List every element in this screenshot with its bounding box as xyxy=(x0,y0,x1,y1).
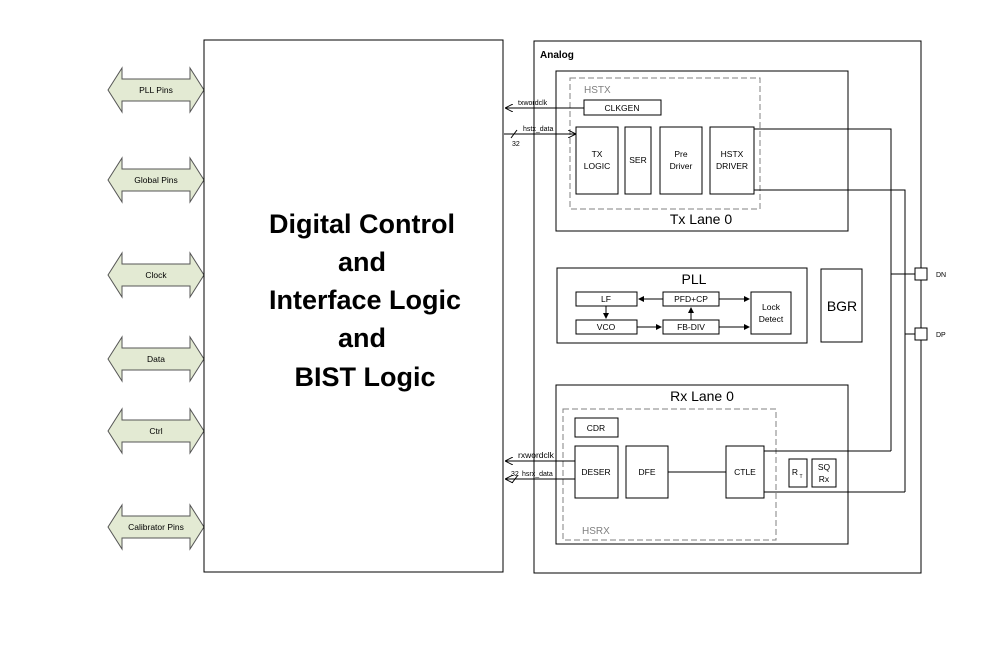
pin-label-global: Global Pins xyxy=(134,175,177,185)
tx-logic-block: TX LOGIC xyxy=(575,126,619,195)
hstx-region xyxy=(569,77,761,210)
pin-arrow-global: Global Pins xyxy=(107,156,205,204)
svg-text:LOGIC: LOGIC xyxy=(584,161,610,171)
svg-text:32: 32 xyxy=(511,471,519,478)
hsrx-data-signal: 32 hsrx_data xyxy=(506,471,575,484)
pin-label-calibrator: Calibrator Pins xyxy=(128,522,184,532)
lock-detect-block: Lock Detect xyxy=(750,291,792,335)
svg-text:TX: TX xyxy=(592,149,603,159)
bgr-block: BGR xyxy=(820,268,863,343)
svg-text:rxwordclk: rxwordclk xyxy=(518,450,555,460)
svg-text:PFD+CP: PFD+CP xyxy=(674,294,708,304)
pfd-cp-block: PFD+CP xyxy=(662,291,720,307)
fb-div-block: FB-DIV xyxy=(662,319,720,335)
pll-label: PLL xyxy=(682,271,707,287)
hstx-data-signal: hstx_data 32 xyxy=(504,126,575,148)
rt-block: R T xyxy=(788,458,808,488)
dp-pad: DP xyxy=(914,327,946,341)
svg-text:HSTX: HSTX xyxy=(721,149,744,159)
digital-line-2: and xyxy=(338,247,386,277)
clkgen-block: CLKGEN xyxy=(583,99,662,116)
svg-text:FB-DIV: FB-DIV xyxy=(677,322,705,332)
svg-text:DRIVER: DRIVER xyxy=(716,161,748,171)
lf-block: LF xyxy=(575,291,638,307)
txwordclk-signal: txwordclk xyxy=(506,100,584,108)
svg-text:CLKGEN: CLKGEN xyxy=(605,103,640,113)
pin-label-ctrl: Ctrl xyxy=(149,426,162,436)
svg-text:hsrx_data: hsrx_data xyxy=(522,471,553,478)
svg-text:Driver: Driver xyxy=(670,161,693,171)
digital-control-block: Digital Control and Interface Logic and … xyxy=(203,39,504,573)
rx-lane-block: Rx Lane 0 HSRX CDR DESER DFE CTLE R T SQ… xyxy=(555,384,849,545)
digital-line-3: Interface Logic xyxy=(269,285,461,315)
svg-text:Lock: Lock xyxy=(762,302,781,312)
output-wiring xyxy=(754,128,915,493)
svg-text:32: 32 xyxy=(512,141,520,148)
svg-text:DESER: DESER xyxy=(581,467,610,477)
svg-text:DN: DN xyxy=(936,272,946,279)
svg-text:DFE: DFE xyxy=(639,467,656,477)
pin-arrow-calibrator: Calibrator Pins xyxy=(107,503,205,551)
svg-text:CDR: CDR xyxy=(587,423,605,433)
digital-line-5: BIST Logic xyxy=(295,362,436,392)
svg-text:R: R xyxy=(792,467,798,477)
deser-block: DESER xyxy=(574,445,619,499)
rx-lane-label: Rx Lane 0 xyxy=(670,388,734,404)
digital-line-4: and xyxy=(338,323,386,353)
hsrx-region xyxy=(562,408,777,541)
pin-arrow-pll: PLL Pins xyxy=(107,66,205,114)
svg-text:CTLE: CTLE xyxy=(734,467,756,477)
rxwordclk-signal: rxwordclk xyxy=(506,450,575,461)
digital-line-1: Digital Control xyxy=(269,209,455,239)
sq-rx-block: SQ Rx xyxy=(811,458,837,488)
pre-driver-block: Pre Driver xyxy=(659,126,703,195)
pin-label-pll: PLL Pins xyxy=(139,85,173,95)
analog-label: Analog xyxy=(540,50,574,61)
cdr-block: CDR xyxy=(574,417,619,438)
hstx-driver-block: HSTX DRIVER xyxy=(709,126,755,195)
svg-text:BGR: BGR xyxy=(827,298,857,314)
dfe-block: DFE xyxy=(625,445,669,499)
svg-text:VCO: VCO xyxy=(597,322,616,332)
svg-text:txwordclk: txwordclk xyxy=(518,100,548,107)
hsrx-label: HSRX xyxy=(582,526,610,537)
tx-lane-block: Tx Lane 0 HSTX CLKGEN TX LOGIC SER Pre D… xyxy=(555,70,849,232)
pin-label-data: Data xyxy=(147,354,165,364)
hstx-label: HSTX xyxy=(584,85,611,96)
svg-text:SER: SER xyxy=(629,155,646,165)
svg-text:SQ: SQ xyxy=(818,462,831,472)
pin-arrow-data: Data xyxy=(107,335,205,383)
svg-text:DP: DP xyxy=(936,332,946,339)
pin-label-clock: Clock xyxy=(145,270,167,280)
pin-arrow-clock: Clock xyxy=(107,251,205,299)
pin-arrow-ctrl: Ctrl xyxy=(107,407,205,455)
vco-block: VCO xyxy=(575,319,638,335)
svg-text:Detect: Detect xyxy=(759,314,784,324)
pll-block: PLL LF VCO PFD+CP FB-DIV Lock Detect xyxy=(556,267,808,344)
dn-pad: DN xyxy=(914,267,946,281)
svg-text:T: T xyxy=(799,474,802,480)
ser-block: SER xyxy=(624,126,652,195)
svg-text:LF: LF xyxy=(601,294,611,304)
tx-lane-label: Tx Lane 0 xyxy=(670,211,732,227)
svg-text:Rx: Rx xyxy=(819,474,830,484)
ctle-block: CTLE xyxy=(725,445,765,499)
svg-text:Pre: Pre xyxy=(674,149,688,159)
svg-text:hstx_data: hstx_data xyxy=(523,126,553,133)
